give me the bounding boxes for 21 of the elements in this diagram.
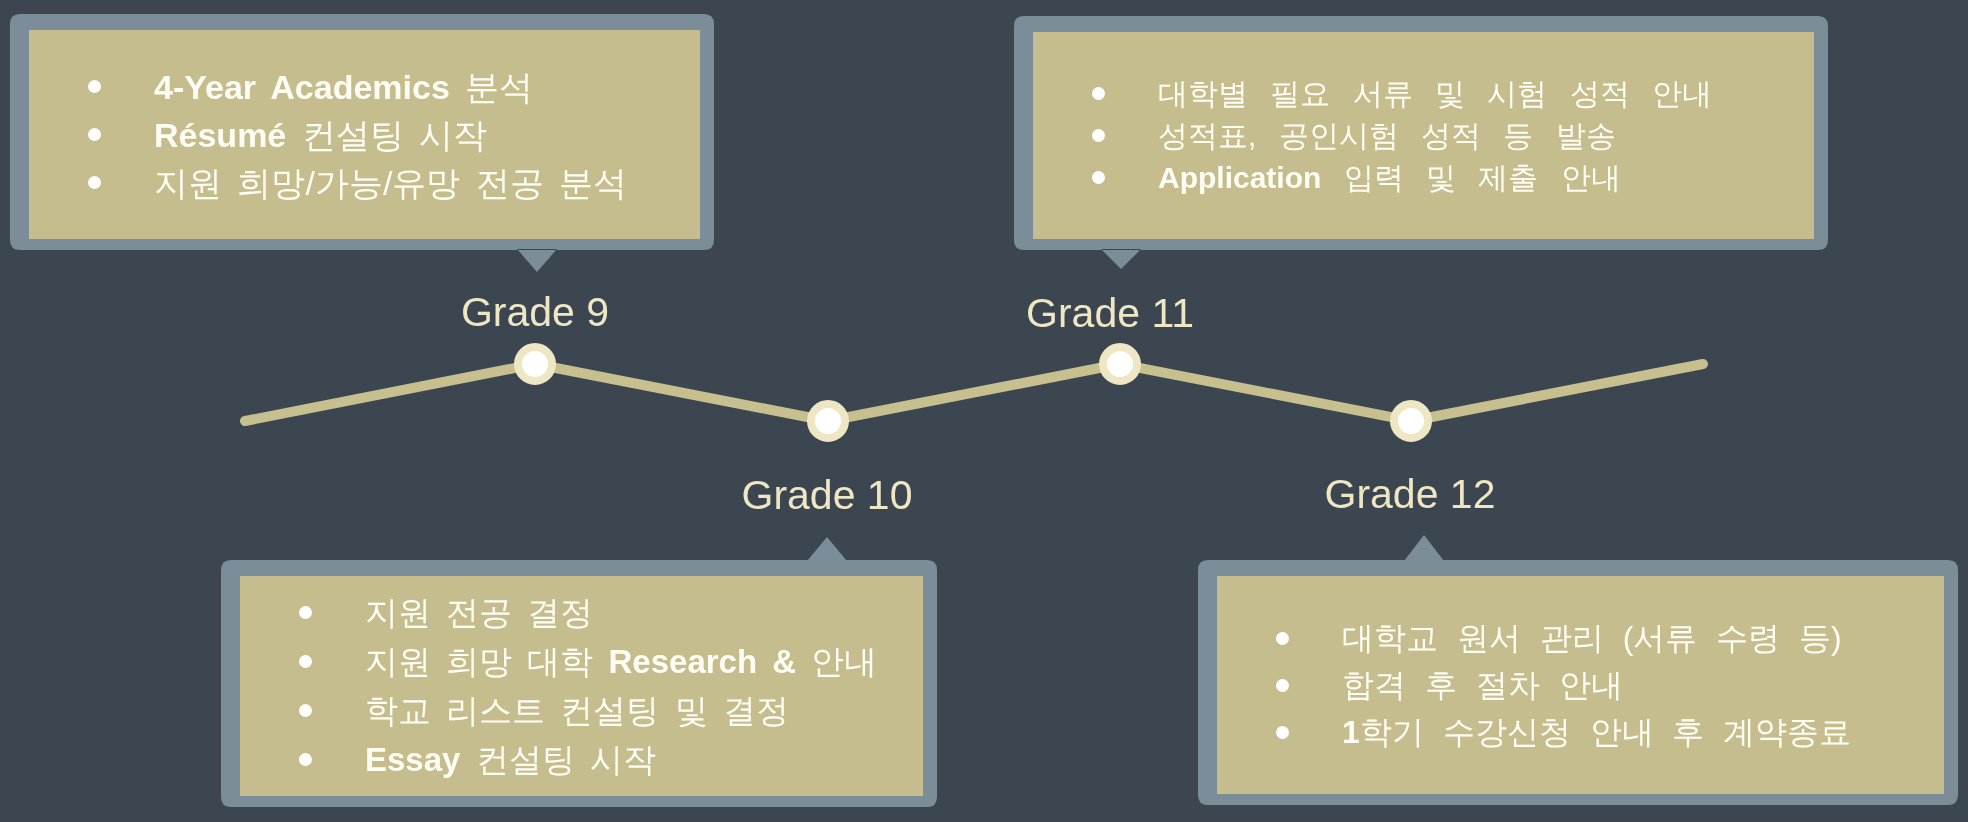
list-item-text: Application 입력 및 제출 안내 [1158, 159, 1621, 196]
grade-label: Grade 12 [1324, 473, 1496, 515]
speech-bubble [1014, 16, 1828, 269]
grade-label: Grade 9 [460, 291, 610, 333]
list-item-text: 대학별 필요 서류 및 시험 성적 안내 [1158, 75, 1712, 112]
list-item-text: 대학교 원서 관리 (서류 수령 등) [1342, 618, 1842, 658]
list-item-text: 성적표, 공인시험 성적 등 발송 [1158, 117, 1616, 154]
list-item-text: 4-Year Academics 분석 [154, 66, 534, 108]
speech-bubble [10, 14, 714, 272]
list-item-text: 지원 전공 결정 [365, 593, 594, 633]
list-item-text: Résumé 컨설팅 시작 [154, 114, 488, 156]
list-item-text: 지원 희망/가능/유망 전공 분석 [154, 162, 628, 204]
speech-bubble [221, 537, 937, 807]
speech-bubble [1198, 535, 1958, 805]
grade-label: Grade 10 [741, 474, 913, 516]
list-item-text: Essay 컨설팅 시작 [365, 740, 656, 780]
list-item-text: 합격 후 절차 안내 [1342, 665, 1623, 705]
list-item-text: 1학기 수강신청 안내 후 계약종료 [1342, 712, 1852, 752]
list-item-text: 지원 희망 대학 Research & 안내 [365, 642, 878, 682]
list-item-text: 학교 리스트 컨설팅 및 결정 [365, 691, 789, 731]
grade-label: Grade 11 [1026, 292, 1194, 334]
